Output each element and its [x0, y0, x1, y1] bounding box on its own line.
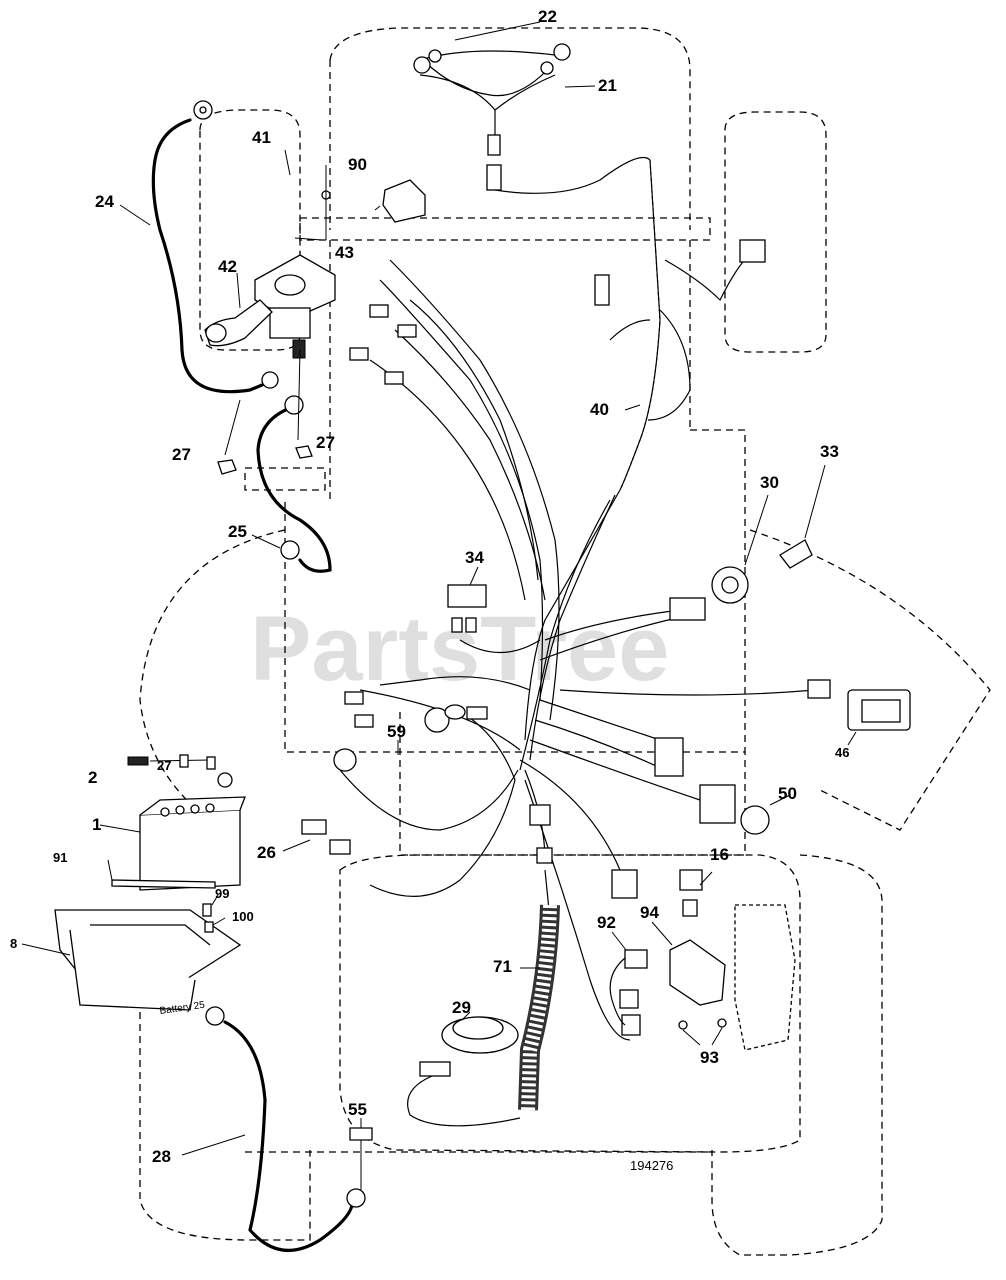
dash-components-group: [397, 464, 911, 835]
callout-28: 28: [152, 1147, 171, 1166]
callout-33: 33: [820, 442, 839, 461]
callout-22: 22: [538, 7, 557, 26]
nut-27-group: [217, 349, 326, 491]
callout-91: 91: [53, 850, 67, 865]
center-panel-outline: [399, 712, 746, 856]
main-harness-group: [333, 159, 831, 1041]
callout-21: 21: [598, 76, 617, 95]
callout-50: 50: [778, 784, 797, 803]
callout-71: 71: [493, 957, 512, 976]
fender-left-outline: [139, 529, 286, 841]
callout-42: 42: [218, 257, 237, 276]
battery-assembly-group: [21, 754, 246, 1011]
callout-8: 8: [10, 936, 17, 951]
tractor-outline-group: [139, 27, 991, 1256]
frame-upper-outline: [329, 240, 691, 500]
callout-94: 94: [640, 903, 659, 922]
callout-100: 100: [232, 909, 254, 924]
seat-deck-outline: [339, 854, 801, 1153]
seat-switch-group: [407, 869, 560, 1127]
callout-40: 40: [590, 400, 609, 419]
callout-2: 2: [88, 768, 97, 787]
right-front-wheel-outline: [724, 111, 827, 353]
callout-99: 99: [215, 886, 229, 901]
callout-27c: 27: [157, 758, 171, 773]
callout-24: 24: [95, 192, 114, 211]
rear-left-wheel-outline: [139, 1000, 311, 1241]
callout-1: 1: [92, 815, 101, 834]
watermark-text: PartsTree: [250, 598, 669, 700]
callout-92: 92: [597, 913, 616, 932]
callout-59: 59: [387, 722, 406, 741]
right-console-outline: [749, 529, 991, 831]
figure-number: 194276: [630, 1158, 673, 1173]
callout-26: 26: [257, 843, 276, 862]
callout-27a: 27: [172, 445, 191, 464]
callout-25: 25: [228, 522, 247, 541]
battery-cable-24-group: [119, 100, 279, 394]
callout-43: 43: [335, 243, 354, 262]
callout-16: 16: [710, 845, 729, 864]
cable-26-group: [282, 819, 351, 855]
callout-29: 29: [452, 998, 471, 1017]
callout-34: 34: [465, 548, 484, 567]
rear-right-wheel-outline: [711, 854, 883, 1256]
battery-cable-25-group: [251, 395, 332, 573]
ground-cable-28-group: [181, 1006, 373, 1252]
callout-46: 46: [835, 745, 849, 760]
callout-55: 55: [348, 1100, 367, 1119]
headlight-harness-group: [413, 21, 651, 194]
callout-93: 93: [700, 1048, 719, 1067]
rear-switch-group: [609, 869, 796, 1051]
callout-41: 41: [252, 128, 271, 147]
solenoid-group: [204, 149, 426, 359]
callout-labels-group: 22 21 24 41 90 42 43 40 27 27 33 30 25 3…: [10, 7, 849, 1173]
frame-top-outline: [299, 217, 711, 241]
callout-30: 30: [760, 473, 779, 492]
callout-90: 90: [348, 155, 367, 174]
callout-27b: 27: [316, 433, 335, 452]
